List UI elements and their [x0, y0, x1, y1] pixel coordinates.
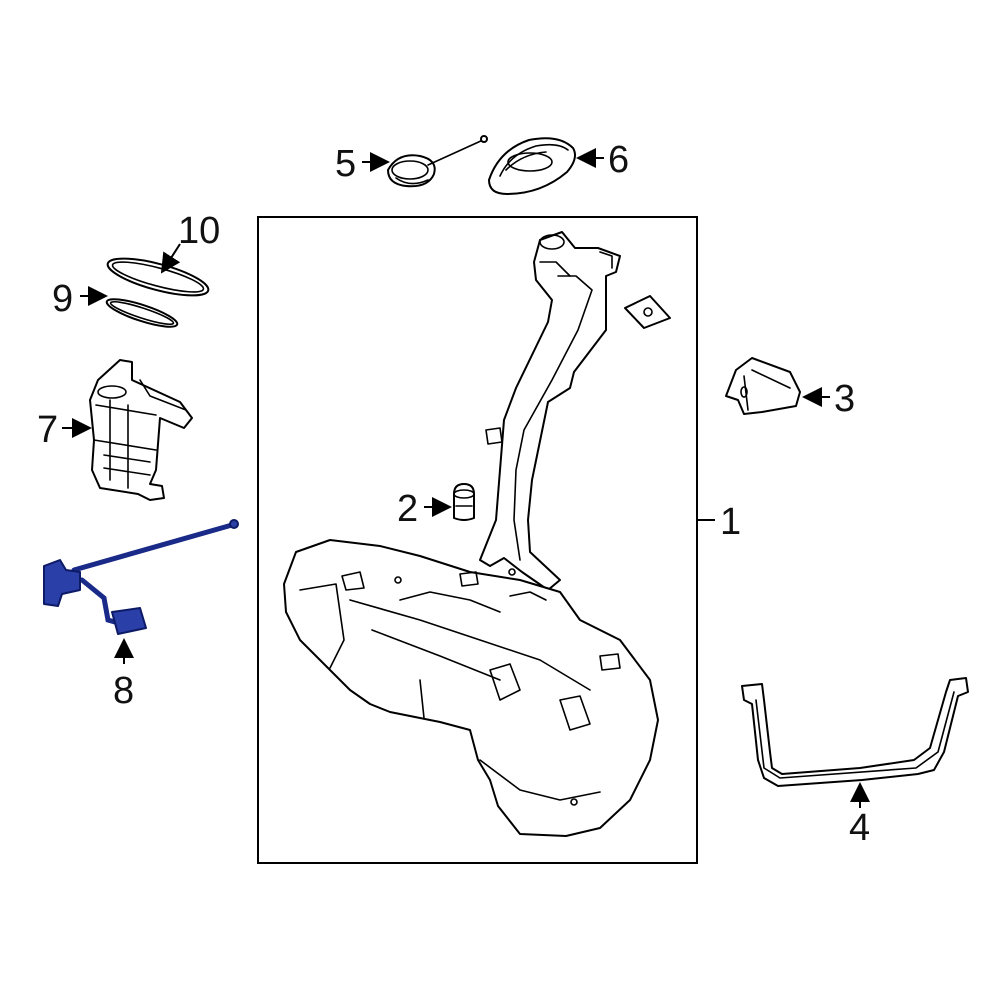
callout-1: 1 — [720, 501, 742, 543]
callout-4: 4 — [849, 807, 871, 849]
part-6-filler-cover[interactable] — [488, 137, 576, 195]
part-3-heat-shield[interactable] — [725, 357, 801, 415]
callout-5: 5 — [335, 143, 357, 185]
callout-6: 6 — [608, 139, 630, 181]
callout-7: 7 — [37, 409, 59, 451]
callout-3: 3 — [834, 378, 856, 420]
part-2-grommet[interactable] — [453, 483, 475, 521]
part-8-sending-unit[interactable] — [43, 519, 239, 635]
part-9-o-ring[interactable] — [104, 294, 179, 332]
leader-10 — [160, 243, 181, 274]
callout-2: 2 — [397, 488, 419, 530]
part-7-fuel-pump[interactable] — [89, 359, 193, 501]
part-10-seal-ring[interactable] — [104, 251, 211, 303]
tank-frame — [257, 216, 698, 864]
callout-10: 10 — [178, 210, 221, 252]
part-1-fuel-tank[interactable] — [283, 231, 671, 837]
callout-8: 8 — [113, 670, 135, 712]
part-5-fuel-cap[interactable] — [387, 135, 488, 188]
part-4-tank-strap[interactable] — [741, 677, 969, 787]
callout-9: 9 — [52, 278, 74, 320]
